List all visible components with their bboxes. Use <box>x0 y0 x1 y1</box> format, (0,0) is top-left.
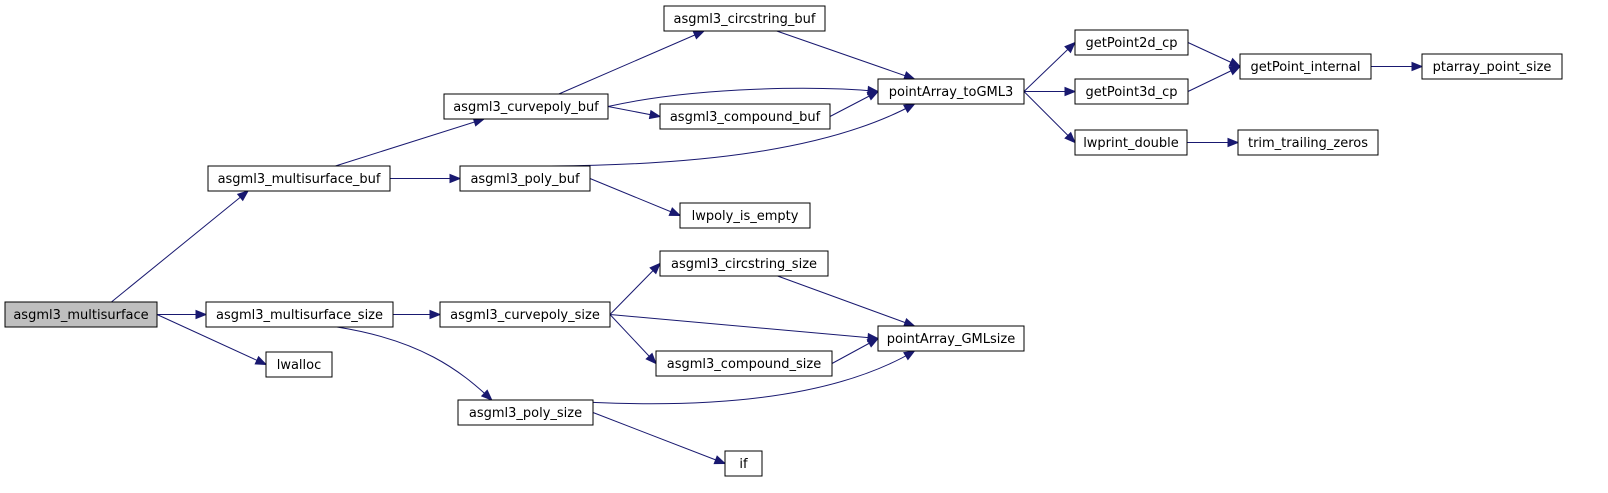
edge-asgml3-curvepoly-size-to-asgml3-compound-size <box>609 314 657 365</box>
node-label: pointArray_GMLsize <box>887 332 1015 347</box>
node-label: asgml3_poly_size <box>469 406 582 421</box>
edge-lwprint-double-to-trim-trailing-zeros <box>1187 137 1240 148</box>
node-lwprint-double[interactable]: lwprint_double <box>1074 129 1188 156</box>
node-label: asgml3_poly_buf <box>470 172 580 187</box>
node-label: lwprint_double <box>1083 136 1179 151</box>
node-label: getPoint3d_cp <box>1085 85 1177 100</box>
node-label: asgml3_multisurface_size <box>216 308 383 323</box>
edge-asgml3-poly-buf-to-pointarray-togml3 <box>550 103 916 167</box>
node-label: lwalloc <box>277 358 322 373</box>
node-trim-trailing-zeros[interactable]: trim_trailing_zeros <box>1237 129 1379 156</box>
edge-asgml3-poly-buf-to-lwpoly-is-empty <box>589 178 682 217</box>
edge-pointarray-togml3-to-getpoint3d-cp <box>1024 86 1077 97</box>
node-label: getPoint_internal <box>1250 60 1360 75</box>
node-asgml3-poly-buf[interactable]: asgml3_poly_buf <box>459 165 591 192</box>
edge-asgml3-curvepoly-buf-to-asgml3-circstring-buf <box>558 30 706 95</box>
edge-getpoint2d-cp-to-getpoint-internal <box>1187 42 1242 68</box>
node-label: lwpoly_is_empty <box>692 209 799 224</box>
node-asgml3-multisurface-buf[interactable]: asgml3_multisurface_buf <box>207 165 391 192</box>
node-asgml3-circstring-buf[interactable]: asgml3_circstring_buf <box>663 5 826 32</box>
node-label: asgml3_circstring_buf <box>674 12 816 27</box>
node-label: asgml3_curvepoly_buf <box>453 100 599 115</box>
edge-getpoint3d-cp-to-getpoint-internal <box>1187 65 1242 92</box>
node-lwalloc[interactable]: lwalloc <box>265 351 333 378</box>
edge-pointarray-togml3-to-lwprint-double <box>1023 91 1076 144</box>
edge-asgml3-multisurface-buf-to-asgml3-curvepoly-buf <box>335 117 486 167</box>
edge-asgml3-multisurface-to-lwalloc <box>156 314 268 366</box>
edge-pointarray-togml3-to-getpoint2d-cp <box>1023 41 1076 92</box>
node-asgml3-poly-size[interactable]: asgml3_poly_size <box>457 399 594 426</box>
node-asgml3-compound-size[interactable]: asgml3_compound_size <box>655 350 833 377</box>
node-label: pointArray_toGML3 <box>889 85 1014 100</box>
edge-asgml3-curvepoly-size-to-pointarray-gmlsize <box>609 314 880 343</box>
node-getpoint2d-cp[interactable]: getPoint2d_cp <box>1074 29 1189 56</box>
node-pointarray-togml3[interactable]: pointArray_toGML3 <box>877 78 1025 105</box>
node-label: asgml3_multisurface_buf <box>218 172 381 187</box>
node-pointarray-gmlsize[interactable]: pointArray_GMLsize <box>877 325 1025 352</box>
node-label: trim_trailing_zeros <box>1248 136 1368 151</box>
node-asgml3-curvepoly-buf[interactable]: asgml3_curvepoly_buf <box>443 93 609 120</box>
edge-asgml3-curvepoly-buf-to-asgml3-compound-buf <box>607 106 662 120</box>
edge-asgml3-multisurface-to-asgml3-multisurface-size <box>157 309 208 320</box>
edge-asgml3-circstring-buf-to-pointarray-togml3 <box>776 30 916 81</box>
edge-asgml3-poly-size-to-if <box>592 412 727 465</box>
edge-asgml3-poly-size-to-pointarray-gmlsize <box>552 350 916 405</box>
node-getpoint3d-cp[interactable]: getPoint3d_cp <box>1074 78 1189 105</box>
edge-asgml3-compound-buf-to-pointarray-togml3 <box>829 90 880 117</box>
node-label: if <box>739 457 748 472</box>
node-label: asgml3_multisurface <box>13 308 148 323</box>
edge-asgml3-circstring-size-to-pointarray-gmlsize <box>777 275 916 327</box>
node-label: asgml3_compound_size <box>667 357 821 372</box>
node-asgml3-curvepoly-size[interactable]: asgml3_curvepoly_size <box>439 301 611 328</box>
node-asgml3-multisurface-size[interactable]: asgml3_multisurface_size <box>205 301 394 328</box>
node-if[interactable]: if <box>724 450 763 477</box>
edge-asgml3-multisurface-size-to-asgml3-poly-size <box>336 326 493 401</box>
edge-asgml3-multisurface-to-asgml3-multisurface-buf <box>111 190 250 303</box>
node-label: ptarray_point_size <box>1433 60 1552 75</box>
edge-asgml3-multisurface-buf-to-asgml3-poly-buf <box>390 173 462 184</box>
node-label: asgml3_curvepoly_size <box>450 308 600 323</box>
edge-getpoint-internal-to-ptarray-point-size <box>1371 61 1424 72</box>
node-asgml3-multisurface[interactable]: asgml3_multisurface <box>4 301 158 328</box>
node-asgml3-compound-buf[interactable]: asgml3_compound_buf <box>659 103 831 130</box>
node-label: asgml3_circstring_size <box>671 257 817 272</box>
node-asgml3-circstring-size[interactable]: asgml3_circstring_size <box>659 250 829 277</box>
node-lwpoly-is-empty[interactable]: lwpoly_is_empty <box>679 202 811 229</box>
edge-asgml3-curvepoly-size-to-asgml3-circstring-size <box>609 262 661 315</box>
node-getpoint-internal[interactable]: getPoint_internal <box>1239 53 1372 80</box>
node-label: asgml3_compound_buf <box>670 110 821 125</box>
node-label: getPoint2d_cp <box>1085 36 1177 51</box>
node-ptarray-point-size[interactable]: ptarray_point_size <box>1421 53 1563 80</box>
edge-asgml3-compound-size-to-pointarray-gmlsize <box>831 337 880 364</box>
edge-asgml3-multisurface-size-to-asgml3-curvepoly-size <box>393 309 442 320</box>
